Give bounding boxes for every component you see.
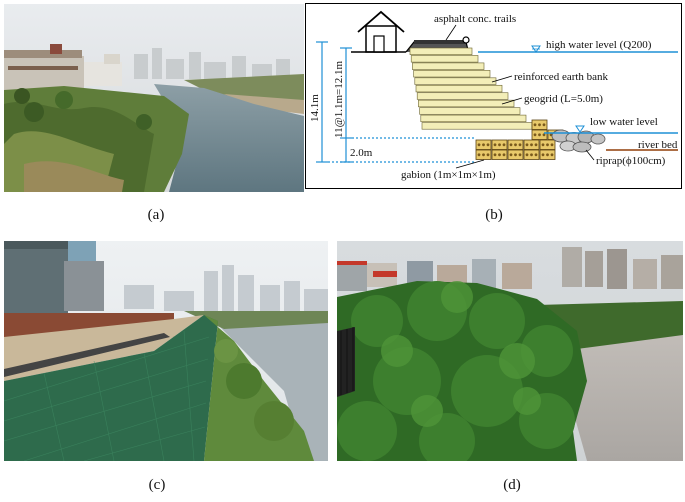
gabion-stone (550, 153, 554, 157)
photo-c-illustration (4, 241, 328, 461)
gabion-stone (546, 143, 549, 147)
geogrid-layer (418, 99, 515, 108)
dim-total-label: 14.1m (309, 94, 321, 122)
geogrid-layer (419, 107, 521, 115)
geogrid-layer (416, 92, 509, 100)
gabion-stone (525, 153, 529, 157)
gabion-stone (534, 153, 538, 157)
gabion-stone (530, 143, 533, 147)
house-icon (357, 10, 405, 53)
gabion-stone (477, 153, 481, 157)
dim-base-label: 2.0m (350, 147, 373, 159)
gabion-stone (541, 143, 545, 147)
gabion-stone (533, 123, 537, 127)
gabion-stone (534, 143, 538, 147)
label-bank: reinforced earth bank (514, 71, 609, 83)
gabion-stone (493, 153, 497, 157)
gabion-stone (518, 143, 522, 147)
geogrid-layer (415, 84, 503, 93)
geogrid-layers (409, 47, 533, 130)
gabion-stone (498, 143, 501, 147)
gabion-stone (493, 143, 497, 147)
geogrid-layer (421, 122, 533, 130)
gabion-stone (542, 123, 546, 127)
geogrid-layer (420, 114, 527, 123)
cross-section-svg: 14.1m 11@1.1m=12.1m 2.0m asphalt conc. t… (309, 10, 678, 181)
gabion-stone (533, 133, 537, 137)
gabion-stone (509, 143, 513, 147)
photo-c-green-slope (4, 241, 328, 461)
cross-section-diagram: 14.1m 11@1.1m=12.1m 2.0m asphalt conc. t… (305, 3, 682, 189)
gabion-stone (514, 143, 517, 147)
gabion-stone (502, 143, 506, 147)
gabion-stone (538, 123, 541, 127)
gabion-stone (482, 153, 485, 157)
gabion-stone (514, 153, 517, 157)
gabion-stone (486, 153, 490, 157)
label-gabion: gabion (1m×1m×1m) (401, 169, 496, 181)
caption-d: (d) (503, 477, 521, 493)
geogrid-layer (413, 70, 491, 78)
gabion-stone (542, 133, 546, 137)
gabion-stone (477, 143, 481, 147)
gabion-stone (525, 143, 529, 147)
photo-a-river-before (4, 4, 304, 192)
photo-d-vegetated-bank (337, 241, 683, 461)
dim-layers-label: 11@1.1m=12.1m (333, 61, 345, 138)
gabion-stone (518, 153, 522, 157)
gabion-stone (538, 133, 541, 137)
caption-c: (c) (148, 477, 166, 493)
geogrid-layer (414, 77, 497, 85)
gabion-stone (541, 153, 545, 157)
geogrid-layer (410, 55, 479, 63)
gabion-stone (502, 153, 506, 157)
gabion-stone (498, 153, 501, 157)
label-river-bed: river bed (638, 139, 678, 151)
gabion-stone (530, 153, 533, 157)
gabion-stone (550, 143, 554, 147)
dimension-lines (316, 41, 474, 163)
gabion-stone (509, 153, 513, 157)
caption-a: (a) (147, 207, 165, 223)
photo-d-illustration (337, 241, 683, 461)
gabion-stone (486, 143, 490, 147)
label-riprap: riprap(ϕ100cm) (596, 155, 666, 167)
photo-a-illustration (4, 4, 304, 192)
label-high-water: high water level (Q200) (546, 39, 652, 51)
label-geogrid: geogrid (L=5.0m) (524, 93, 603, 105)
gabion-stone (546, 153, 549, 157)
geogrid-layer (412, 62, 485, 70)
label-trails: asphalt conc. trails (434, 13, 516, 25)
caption-b: (b) (485, 207, 503, 223)
gabion-stone (482, 143, 485, 147)
geogrid-layer (409, 47, 473, 55)
label-low-water: low water level (590, 116, 658, 128)
